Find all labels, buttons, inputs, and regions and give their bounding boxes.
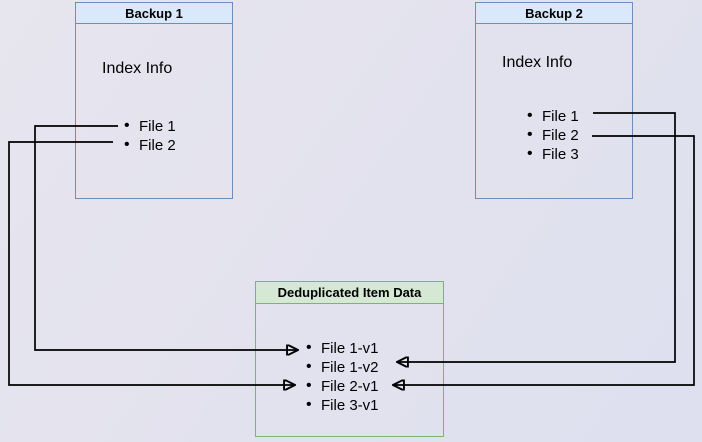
backup2-file-list: File 1 File 2 File 3 [526, 106, 579, 164]
backup2-file-1: File 1 [526, 106, 579, 126]
dedup-box: Deduplicated Item Data File 1-v1 File 1-… [255, 281, 444, 437]
backup2-file-2: File 2 [526, 125, 579, 145]
dedup-item-file2-v1: File 2-v1 [305, 376, 379, 396]
dedup-item-file1-v2: File 1-v2 [305, 357, 379, 377]
backup1-file-list: File 1 File 2 [123, 116, 176, 155]
backup2-file-3: File 3 [526, 144, 579, 164]
dedup-title: Deduplicated Item Data [256, 282, 443, 304]
backup1-file-1: File 1 [123, 116, 176, 136]
backup1-index-info-label: Index Info [102, 60, 173, 77]
backup2-index-info-label: Index Info [502, 54, 573, 71]
dedup-item-file1-v1: File 1-v1 [305, 338, 379, 358]
dedup-item-list: File 1-v1 File 1-v2 File 2-v1 File 3-v1 [305, 338, 379, 415]
backup2-title: Backup 2 [476, 3, 632, 24]
backup1-title: Backup 1 [76, 3, 232, 24]
backup1-box: Backup 1 Index Info File 1 File 2 [75, 2, 233, 199]
backup1-file-2: File 2 [123, 135, 176, 155]
dedup-item-file3-v1: File 3-v1 [305, 395, 379, 415]
backup2-box: Backup 2 Index Info File 1 File 2 File 3 [475, 2, 633, 199]
